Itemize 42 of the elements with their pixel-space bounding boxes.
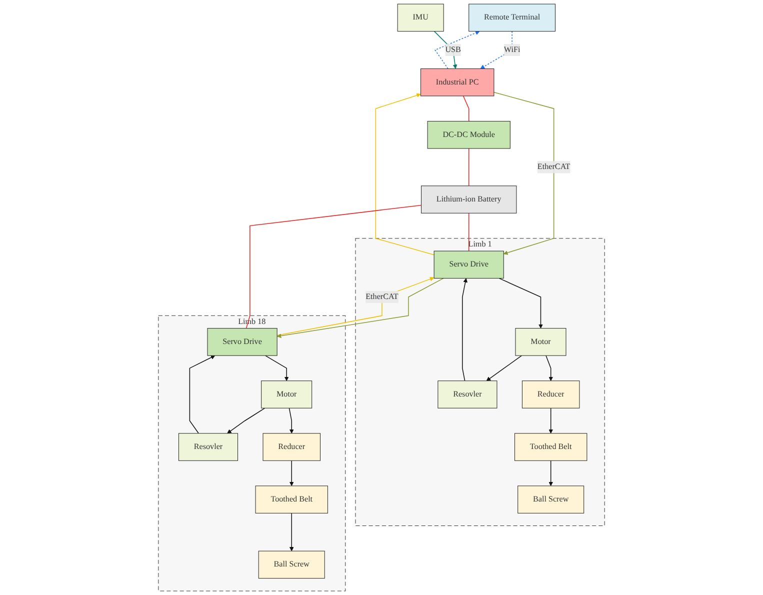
edge-label: USB (445, 45, 461, 54)
arrow (462, 278, 468, 382)
node-box: Reducer (522, 380, 580, 408)
arrow (546, 355, 554, 382)
node-box: IMU (397, 4, 444, 32)
connector (246, 204, 422, 329)
node-box: Toothed Belt (514, 433, 588, 461)
arrow (498, 278, 543, 329)
arrow (289, 512, 294, 552)
node-box: Ball Screw (518, 486, 584, 514)
connector (462, 96, 470, 122)
arrow (434, 30, 458, 69)
node-box: Servo Drive (207, 328, 278, 356)
edge-label: EtherCAT (366, 292, 398, 302)
arrow (288, 408, 294, 434)
arrow (480, 30, 512, 69)
arrow (548, 408, 554, 434)
arrow (375, 93, 434, 256)
node-box: Industrial PC (420, 68, 494, 96)
edge-label: WiFi (504, 45, 520, 54)
arrow (189, 355, 216, 434)
arrow (486, 355, 522, 382)
node-box: Toothed Belt (255, 486, 328, 514)
node-box: Reducer (262, 433, 320, 461)
node-box: Resovler (178, 433, 238, 461)
node-box: Servo Drive (434, 250, 504, 279)
node-box: Lithium-ion Battery (421, 186, 517, 214)
node-box: Remote Terminal (468, 4, 556, 32)
node-box: Resovler (438, 380, 498, 408)
arrow (434, 30, 480, 70)
arrow (289, 460, 294, 486)
arrow (548, 460, 554, 486)
edge-label: EtherCAT (537, 162, 570, 172)
node-box: Motor (515, 328, 566, 356)
connector (468, 148, 470, 186)
node-box: DC-DC Module (427, 120, 510, 149)
arrow (227, 408, 266, 434)
arrow (494, 92, 554, 255)
arrow (264, 355, 289, 382)
connector (468, 212, 470, 252)
node-box: Ball Screw (258, 550, 325, 579)
node-box: Motor (261, 380, 312, 408)
